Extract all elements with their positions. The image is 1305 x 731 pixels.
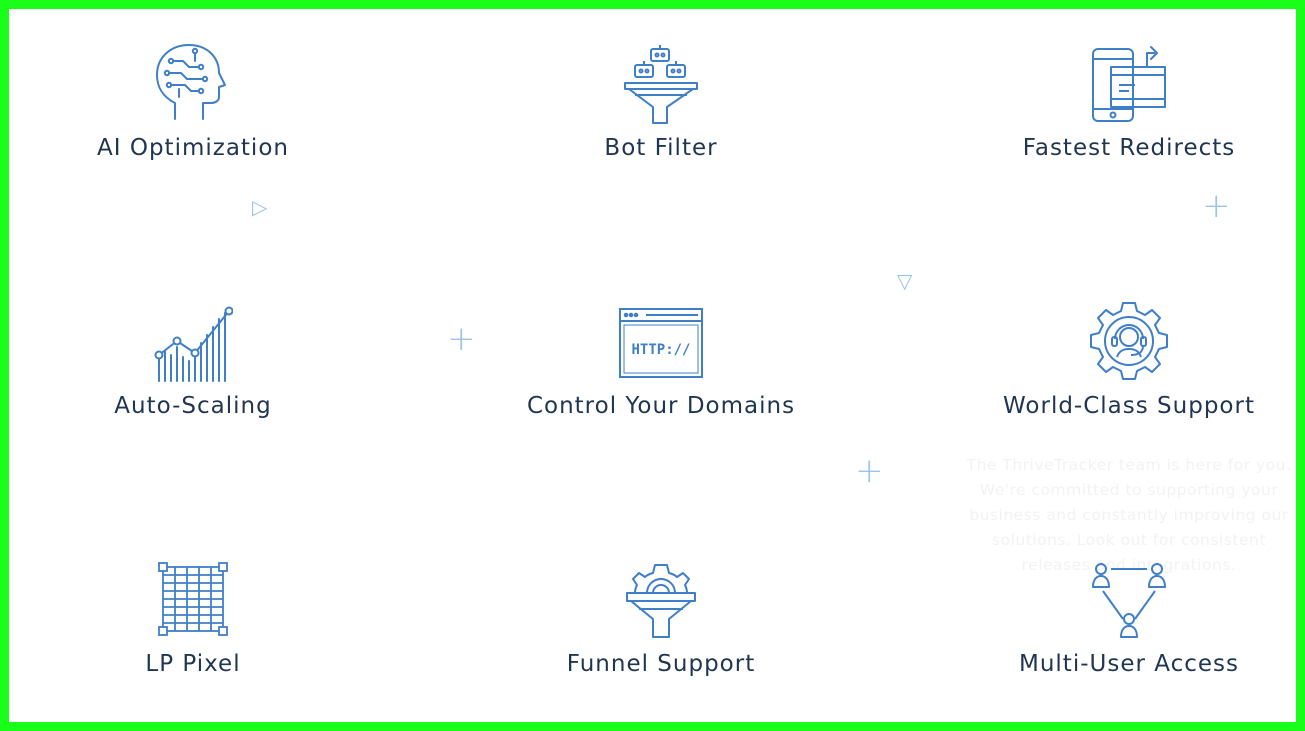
users-network-icon (1092, 563, 1166, 638)
pixel-grid-icon (158, 562, 228, 636)
feature-bot-filter: Bot Filter (471, 41, 851, 161)
feature-label: World-Class Support (1003, 393, 1255, 419)
feature-label: Auto-Scaling (114, 393, 272, 419)
feature-label: Bot Filter (604, 135, 718, 161)
http-text: HTTP:// (631, 342, 690, 358)
devices-redirect-icon (1092, 46, 1166, 122)
feature-fastest-redirects: Fastest Redirects (939, 41, 1296, 161)
robot-funnel-icon (624, 45, 698, 124)
growth-chart-icon (154, 306, 233, 382)
headset-gear-icon (1090, 302, 1168, 380)
feature-multi-user-access: Multi-User Access (939, 557, 1296, 677)
plus-decoration-icon: + (1202, 186, 1231, 226)
plus-decoration-icon: + (855, 451, 884, 491)
feature-label: LP Pixel (145, 651, 241, 677)
feature-label: Multi-User Access (1019, 651, 1239, 677)
feature-lp-pixel: LP Pixel (9, 557, 383, 677)
feature-control-domains: HTTP:// Control Your Domains (471, 299, 851, 419)
brain-circuit-icon (156, 44, 226, 120)
gear-funnel-icon (626, 564, 696, 638)
triangle-decoration-icon: ▽ (897, 269, 913, 293)
triangle-decoration-icon: ▷ (252, 195, 268, 219)
feature-label: Control Your Domains (526, 393, 796, 419)
feature-world-class-support: World-Class Support (939, 299, 1296, 419)
browser-http-icon: HTTP:// (619, 308, 703, 378)
feature-auto-scaling: Auto-Scaling (9, 299, 383, 419)
faded-description-text: The ThriveTracker team is here for you. … (966, 456, 1292, 574)
feature-ai-optimization: AI Optimization (9, 41, 383, 161)
feature-funnel-support: Funnel Support (471, 557, 851, 677)
plus-decoration-icon: + (447, 319, 476, 359)
feature-label: Fastest Redirects (1022, 135, 1236, 161)
feature-label: Funnel Support (566, 651, 756, 677)
feature-label: AI Optimization (97, 135, 289, 161)
